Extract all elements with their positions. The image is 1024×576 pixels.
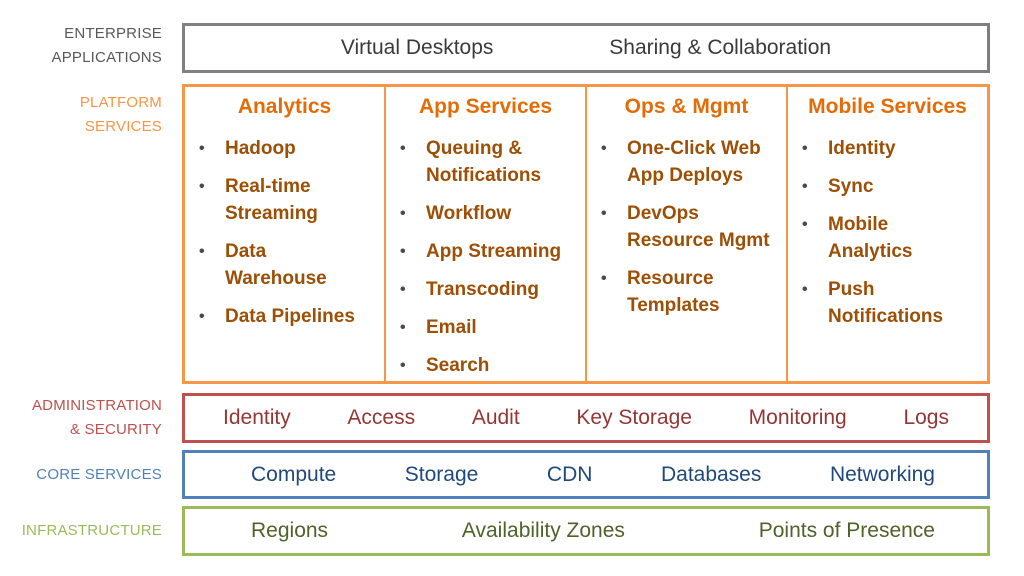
bullet-icon: • (601, 140, 607, 157)
column-item-list: •Identity •Sync •Mobile Analytics •Push … (796, 135, 979, 330)
admin-item: Logs (903, 406, 949, 429)
bullet-icon: • (199, 243, 205, 260)
core-item: Networking (829, 462, 935, 486)
platform-label-line1: PLATFORM (79, 94, 162, 111)
bullet-icon: • (199, 140, 205, 157)
bullet-icon: • (601, 270, 607, 287)
enterprise-layer-label: ENTERPRISE APPLICATIONS (0, 22, 162, 70)
platform-column-ops-mgmt: Ops & Mgmt •One-Click Web App Deploys •D… (587, 87, 788, 381)
list-item: •Transcoding (394, 276, 577, 303)
admin-item: Access (347, 406, 416, 429)
enterprise-item-sharing-collaboration: Sharing & Collaboration (609, 36, 832, 59)
infrastructure-label: INFRASTRUCTURE (21, 522, 162, 539)
bullet-icon: • (400, 140, 406, 157)
admin-label-line2: & SECURITY (69, 421, 162, 438)
bullet-icon: • (199, 308, 205, 325)
list-item: •Hadoop (193, 135, 376, 162)
admin-item: Key Storage (576, 406, 692, 429)
core-item: Databases (660, 462, 762, 486)
list-item: •Mobile Analytics (796, 211, 979, 265)
bullet-icon: • (400, 281, 406, 298)
core-item: Compute (251, 462, 337, 486)
platform-column-app-services: App Services •Queuing & Notifications •W… (386, 87, 587, 381)
core-services-box: Compute Storage CDN Databases Networking (182, 450, 990, 499)
platform-column-mobile-services: Mobile Services •Identity •Sync •Mobile … (788, 87, 987, 381)
enterprise-label-line2: APPLICATIONS (51, 49, 162, 66)
core-label: CORE SERVICES (36, 466, 162, 483)
core-item: Storage (404, 462, 479, 486)
admin-item: Identity (223, 406, 291, 429)
list-item: •Sync (796, 173, 979, 200)
list-item: •Search (394, 352, 577, 379)
column-title: Ops & Mgmt (624, 95, 749, 118)
list-item: •Data Pipelines (193, 303, 376, 330)
list-item: •Identity (796, 135, 979, 162)
list-item: •Email (394, 314, 577, 341)
bullet-icon: • (802, 178, 808, 195)
enterprise-label-line1: ENTERPRISE (64, 25, 162, 42)
admin-label-line1: ADMINISTRATION (31, 397, 162, 414)
enterprise-item-virtual-desktops: Virtual Desktops (340, 36, 494, 59)
column-title: Mobile Services (808, 95, 967, 118)
admin-item: Audit (471, 406, 520, 429)
column-title: Analytics (237, 95, 332, 118)
bullet-icon: • (400, 319, 406, 336)
infrastructure-box: Regions Availability Zones Points of Pre… (182, 506, 990, 556)
bullet-icon: • (400, 357, 406, 374)
infrastructure-item: Points of Presence (758, 519, 935, 542)
admin-layer-label: ADMINISTRATION & SECURITY (0, 394, 162, 442)
core-item: CDN (546, 462, 593, 486)
infrastructure-item: Regions (251, 519, 329, 542)
list-item: •App Streaming (394, 238, 577, 265)
list-item: •Resource Templates (595, 265, 778, 319)
list-item: •Data Warehouse (193, 238, 376, 292)
column-item-list: •One-Click Web App Deploys •DevOps Resou… (595, 135, 778, 319)
bullet-icon: • (400, 205, 406, 222)
enterprise-applications-box: Virtual Desktops Sharing & Collaboration (182, 23, 990, 73)
platform-services-box: Analytics •Hadoop •Real-time Streaming •… (182, 84, 990, 384)
bullet-icon: • (199, 178, 205, 195)
list-item: •Queuing & Notifications (394, 135, 577, 189)
list-item: •One-Click Web App Deploys (595, 135, 778, 189)
platform-label-line2: SERVICES (84, 118, 162, 135)
bullet-icon: • (802, 216, 808, 233)
list-item: •Workflow (394, 200, 577, 227)
list-item: •Push Notifications (796, 276, 979, 330)
list-item: •Real-time Streaming (193, 173, 376, 227)
bullet-icon: • (400, 243, 406, 260)
list-item: •DevOps Resource Mgmt (595, 200, 778, 254)
admin-item: Monitoring (748, 406, 847, 429)
platform-layer-label: PLATFORM SERVICES (0, 91, 162, 139)
column-item-list: •Queuing & Notifications •Workflow •App … (394, 135, 577, 379)
infrastructure-layer-label: INFRASTRUCTURE (0, 519, 162, 543)
admin-security-box: Identity Access Audit Key Storage Monito… (182, 393, 990, 443)
core-layer-label: CORE SERVICES (0, 463, 162, 487)
bullet-icon: • (802, 140, 808, 157)
platform-column-analytics: Analytics •Hadoop •Real-time Streaming •… (185, 87, 386, 381)
bullet-icon: • (802, 281, 808, 298)
bullet-icon: • (601, 205, 607, 222)
column-title: App Services (418, 95, 553, 118)
column-item-list: •Hadoop •Real-time Streaming •Data Wareh… (193, 135, 376, 330)
infrastructure-item: Availability Zones (461, 519, 625, 542)
